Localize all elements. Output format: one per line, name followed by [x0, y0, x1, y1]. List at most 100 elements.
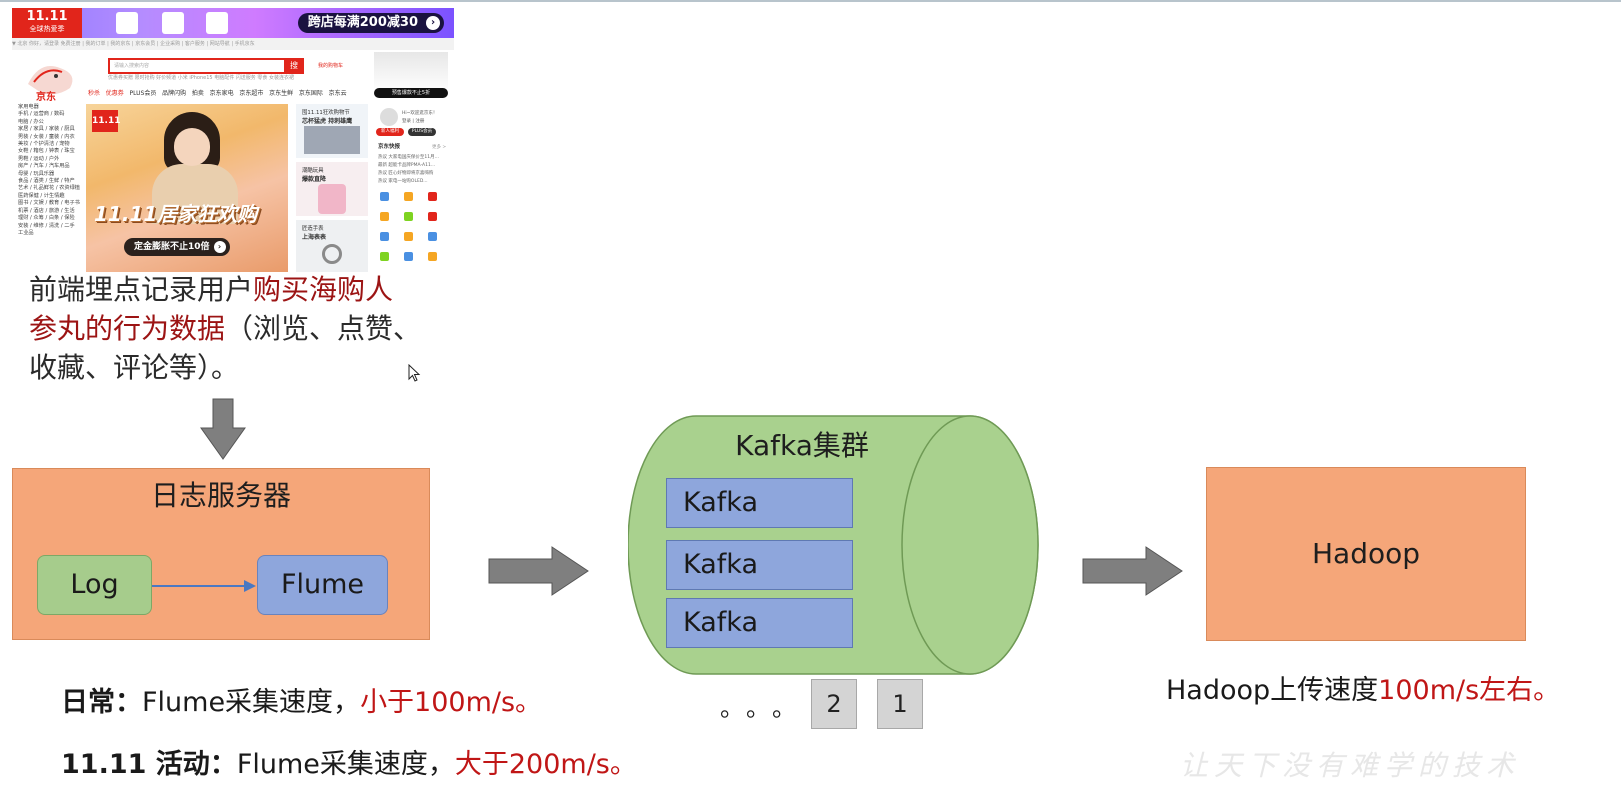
banner-cta-button[interactable]: 定金膨胀不止10倍 › [124, 238, 230, 256]
sidebar-item[interactable]: 工业品 [18, 229, 34, 236]
note-label: 日常： [61, 687, 142, 718]
news-item[interactable]: 热议 家电一站购OLED... [378, 179, 428, 184]
storefront-screenshot: 11.11 全球热爱季 跨店每满200减30 › ▼ 北京 你好，请登录 免费注… [12, 8, 454, 272]
sidebar-item[interactable]: 男鞋 / 运动 / 户外 [18, 155, 60, 162]
news-item[interactable]: 热议 大家电国庆保价至11月... [378, 155, 439, 160]
note-text: Flume采集速度， [142, 687, 361, 718]
tracking-description: 前端埋点记录用户购买海购人 参丸的行为数据（浏览、点赞、 收藏、评论等）。 [29, 270, 454, 387]
sidebar-item[interactable]: 医药保健 / 计生情趣 [18, 192, 65, 199]
sidebar-item[interactable]: 房产 / 汽车 / 汽车用品 [18, 163, 70, 170]
desc-text: （浏览、点赞、 [225, 312, 422, 345]
hot-words[interactable]: 优惠券买赠 限时抢购 好价频道 小米 iPhone15 电脑配件 闪送服务 零食… [108, 75, 294, 81]
promo-card-caption: 匠造手表 [302, 226, 324, 232]
top-toolbar[interactable]: ▼ 北京 你好，请登录 免费注册 | 我的订单 | 我的京东 | 京东会员 | … [12, 38, 454, 50]
nav-item[interactable]: 京东云 [328, 90, 347, 97]
avatar[interactable] [380, 108, 398, 126]
nav-item[interactable]: 拍卖 [191, 90, 204, 97]
service-icon[interactable] [428, 232, 437, 241]
service-icon[interactable] [428, 192, 437, 201]
sidebar-item[interactable]: 女鞋 / 箱包 / 钟表 / 珠宝 [18, 148, 75, 155]
sidebar-item[interactable]: 母婴 / 玩具乐器 [18, 170, 55, 177]
promo-badge-sub: 全球热爱季 [29, 25, 65, 33]
model-body [152, 164, 238, 224]
banner-title: 11.11居家狂欢购 [94, 202, 258, 226]
service-icon[interactable] [380, 232, 389, 241]
sidebar-item[interactable]: 电脑 / 办公 [18, 118, 44, 125]
sidebar-item[interactable]: 机票 / 酒店 / 旅游 / 生活 [18, 207, 75, 214]
promo-badge-text: 11.11 [26, 9, 68, 24]
note-highlight: 小于100m/s。 [360, 687, 543, 718]
jd-mascot-logo[interactable] [20, 54, 84, 100]
banner-cta-text: 定金膨胀不止10倍 [134, 242, 210, 252]
sidebar-item[interactable]: 图书 / 文娱 / 教育 / 电子书 [18, 200, 80, 207]
kafka-cluster-title: Kafka集群 [735, 429, 869, 462]
sidebar-item[interactable]: 食品 / 酒类 / 生鲜 / 特产 [18, 178, 75, 185]
promo-product-thumb[interactable] [162, 12, 184, 34]
search-input[interactable]: 请输入搜索内容 [108, 58, 292, 74]
sidebar-item[interactable]: 安装 / 维修 / 清洗 / 二手 [18, 222, 75, 229]
promo-product-thumb[interactable] [116, 12, 138, 34]
partition-box: 2 [811, 679, 857, 729]
category-nav: 秒杀 优惠券 PLUS会员 品牌闪购 拍卖 京东家电 京东超市 京东生鲜 京东国… [88, 88, 347, 97]
plus-button[interactable]: PLUS会员 [408, 128, 436, 136]
kafka-node: Kafka [666, 540, 853, 590]
service-icon[interactable] [380, 252, 389, 261]
promo-slogan[interactable]: 跨店每满200减30 › [297, 13, 444, 33]
service-icon[interactable] [428, 252, 437, 261]
service-icon[interactable] [404, 252, 413, 261]
sidebar-item[interactable]: 男装 / 女装 / 童装 / 内衣 [18, 133, 75, 140]
user-greeting: Hi~欢迎逛京东！ [402, 111, 438, 116]
ad-label[interactable]: 预售爆款不止5折 [374, 88, 448, 98]
sidebar-item[interactable]: 美妆 / 个护清洁 / 宠物 [18, 141, 70, 148]
login-links[interactable]: 登录 | 注册 [402, 119, 425, 124]
service-icon[interactable] [404, 192, 413, 201]
news-more-link[interactable]: 更多 > [432, 145, 447, 150]
nav-item[interactable]: 品牌闪购 [162, 90, 187, 97]
search-button[interactable]: 搜 [284, 58, 304, 74]
sidebar-item[interactable]: 理财 / 众筹 / 白条 / 保险 [18, 215, 75, 222]
new-user-button[interactable]: 新人福利 [376, 128, 404, 136]
service-icon[interactable] [380, 212, 389, 221]
promo-card-title: 芯杯猛虎 持刺雄鹰 [302, 118, 353, 125]
desc-highlight: 购买海购人 [253, 273, 394, 306]
service-icon[interactable] [428, 212, 437, 221]
partition-box: 1 [877, 679, 923, 729]
ad-image[interactable] [374, 52, 448, 92]
log-server-title: 日志服务器 [150, 479, 291, 512]
log-box: Log [37, 555, 152, 615]
promo-product-thumb[interactable] [206, 12, 228, 34]
promo-slogan-text: 跨店每满200减30 [307, 15, 418, 30]
service-icon-grid [378, 192, 452, 270]
hadoop-box: Hadoop [1206, 467, 1526, 641]
nav-item[interactable]: PLUS会员 [129, 90, 157, 97]
sidebar-item[interactable]: 家用电器 [18, 104, 39, 110]
news-item[interactable]: 热议 匠心好物即将京喜嗨购 [378, 171, 434, 176]
category-sidebar: 家用电器 手机 / 运营商 / 数码 电脑 / 办公 家居 / 家具 / 家装 … [12, 104, 84, 272]
nav-item[interactable]: 京东家电 [209, 90, 234, 97]
hero-banner[interactable]: 11.11 11.11居家狂欢购 定金膨胀不止10倍 › [86, 104, 288, 272]
watch-image [322, 244, 342, 264]
nav-item[interactable]: 优惠券 [105, 90, 124, 97]
service-icon[interactable] [380, 192, 389, 201]
note-highlight: 100m/s左右。 [1378, 675, 1561, 706]
sidebar-item[interactable]: 手机 / 运营商 / 数码 [18, 111, 65, 118]
down-arrow-icon [200, 398, 246, 460]
promo-card-caption: 潮酷玩具 [302, 168, 324, 174]
sidebar-item[interactable]: 艺术 / 礼品鲜花 / 农资绿植 [18, 185, 80, 192]
service-icon[interactable] [404, 232, 413, 241]
right-arrow-icon [1082, 546, 1183, 596]
nav-item[interactable]: 秒杀 [88, 90, 101, 97]
nav-item[interactable]: 京东超市 [239, 90, 264, 97]
laptop-image [304, 126, 360, 154]
chevron-right-icon: › [426, 16, 440, 30]
nav-item[interactable]: 京东国际 [298, 90, 323, 97]
banner-badge: 11.11 [92, 110, 120, 132]
partition-ellipsis: 。。。 [720, 694, 810, 722]
toy-image [318, 184, 346, 214]
watermark: 让天下没有难学的技术 [1180, 749, 1521, 782]
news-item[interactable]: 最新 超能卡品牌PMA-A11... [378, 163, 436, 168]
nav-item[interactable]: 京东生鲜 [269, 90, 294, 97]
cart-link[interactable]: 我的购物车 [318, 63, 344, 69]
service-icon[interactable] [404, 212, 413, 221]
sidebar-item[interactable]: 家居 / 家具 / 家装 / 厨具 [18, 126, 75, 133]
